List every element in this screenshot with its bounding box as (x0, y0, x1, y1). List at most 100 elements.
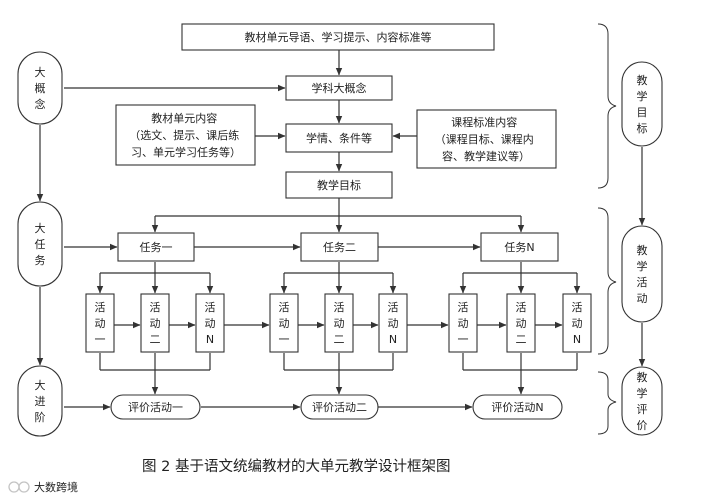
activity-box-2-3 (378, 293, 408, 353)
header-text: 教材单元导语、学习提示、内容标准等 (245, 30, 432, 44)
textbook-content-box (115, 104, 256, 166)
evaluation-box-2 (300, 394, 379, 420)
subject-concept-text: 学科大概念 (312, 81, 367, 95)
left-node-2-text-char-1: 大 (35, 221, 46, 235)
task-box-1 (117, 232, 195, 262)
subject-concept-box (285, 75, 393, 101)
activity-label-1-1-char-3: 一 (95, 333, 106, 346)
curriculum-line-1: 课程标准内容 (451, 115, 517, 129)
right-node-1-text-char-3: 目 (637, 106, 648, 119)
connector-lines (36, 50, 646, 411)
watermark-logo-icon (8, 481, 30, 493)
activity-box-3-2 (506, 293, 536, 353)
activity-label-1-1-char-2: 动 (95, 317, 106, 330)
activity-box-2-1 (269, 293, 299, 353)
textbook-content-text: 教材单元内容 （选文、提示、课后练 习、单元学习任务等） (129, 111, 243, 159)
right-node-2-text-char-2: 学 (637, 259, 648, 273)
activity-label-1-3-char-1: 活 (205, 301, 216, 314)
activity-label-3-2-char-3: 二 (516, 333, 527, 346)
left-node-3-text-char-2: 进 (35, 395, 46, 408)
left-node-2-text-char-3: 务 (35, 254, 46, 267)
evaluation-label-1: 评价活动一 (128, 401, 183, 414)
activity-label-3-2-char-1: 活 (516, 301, 527, 314)
activity-label-1-2-char-1: 活 (150, 301, 161, 314)
activity-label-3-1-char-2: 动 (458, 317, 469, 330)
goal-brace (597, 23, 617, 189)
textbook-line-1: 教材单元内容 (151, 111, 217, 125)
activity-label-1-2-char-3: 二 (150, 333, 161, 346)
task-label-1: 任务一 (140, 241, 173, 254)
left-node-1-text-char-2: 概 (35, 82, 46, 95)
task-label-2: 任务二 (323, 241, 356, 254)
teaching-goal-box (285, 171, 393, 199)
evaluation-box-3 (472, 394, 563, 420)
activity-box-2-2 (324, 293, 354, 353)
curriculum-line-2: （课程目标、课程内 (435, 132, 534, 146)
left-node-2 (17, 201, 63, 287)
task-box-2 (300, 232, 379, 262)
left-node-2-text-char-2: 任 (35, 238, 46, 251)
activity-box-1-2 (140, 293, 170, 353)
activity-label-2-2-char-3: 二 (334, 333, 345, 346)
activity-label-1-1-char-1: 活 (95, 301, 106, 314)
teaching-goal-text: 教学目标 (317, 178, 361, 192)
right-node-2-text-char-3: 活 (637, 276, 648, 289)
figure-caption: 图 2 基于语文统编教材的大单元教学设计框架图 (142, 458, 450, 475)
evaluation-brace (597, 371, 617, 435)
activity-label-2-3-char-1: 活 (388, 301, 399, 314)
left-node-1 (17, 51, 63, 125)
analysis-text: 学情、条件等 (306, 131, 372, 145)
right-node-3-text-char-2: 学 (637, 386, 648, 400)
activity-label-1-3-char-3: N (206, 333, 214, 346)
activity-label-2-3-char-2: 动 (388, 317, 399, 330)
activity-box-3-3 (562, 293, 592, 353)
watermark: 大数跨境 (8, 480, 78, 494)
right-node-3-text-char-4: 价 (637, 419, 648, 432)
right-node-2-text-char-1: 教 (637, 244, 648, 257)
activity-label-2-2-char-1: 活 (334, 301, 345, 314)
activity-label-3-1-char-3: 一 (458, 333, 469, 346)
evaluation-label-2: 评价活动二 (312, 401, 367, 414)
activity-label-3-3-char-3: N (573, 333, 581, 346)
diagram-nodes: 大概念大任务大进阶教学目标教学活动教学评价任务一任务二任务N活动一活动二活动N活… (17, 51, 663, 437)
activity-box-3-1 (448, 293, 478, 353)
right-node-1 (621, 61, 663, 147)
task-label-3: 任务N (504, 241, 534, 254)
left-node-1-text-char-3: 念 (35, 97, 46, 111)
activity-label-2-2-char-2: 动 (334, 317, 345, 330)
left-node-3-text-char-3: 阶 (35, 410, 46, 424)
right-node-2 (621, 225, 663, 323)
curriculum-content-text: 课程标准内容 （课程目标、课程内 容、教学建议等） (435, 115, 538, 163)
watermark-text: 大数跨境 (34, 480, 78, 494)
right-node-1-text-char-2: 学 (637, 89, 648, 103)
analysis-box (285, 123, 393, 153)
right-node-3-text-char-3: 评 (637, 403, 648, 416)
curriculum-content-box (416, 109, 557, 169)
activity-label-2-1-char-1: 活 (279, 301, 290, 314)
left-node-3-text-char-1: 大 (35, 378, 46, 392)
activity-brace (597, 207, 617, 355)
left-node-3 (17, 365, 63, 437)
evaluation-box-1 (110, 394, 201, 420)
right-node-2-text-char-4: 动 (637, 292, 648, 305)
activity-label-3-2-char-2: 动 (516, 317, 527, 330)
activity-box-1-1 (85, 293, 115, 353)
right-node-3-text-char-1: 教 (637, 371, 648, 384)
activity-label-3-3-char-2: 动 (572, 317, 583, 330)
right-node-1-text-char-4: 标 (637, 121, 648, 135)
activity-label-3-3-char-1: 活 (572, 301, 583, 314)
right-node-3 (621, 366, 663, 436)
activity-label-1-2-char-2: 动 (150, 317, 161, 330)
left-node-1-text-char-1: 大 (35, 65, 46, 79)
right-node-1-text-char-1: 教 (637, 74, 648, 87)
activity-label-1-3-char-2: 动 (205, 317, 216, 330)
evaluation-label-3: 评价活动N (491, 401, 543, 414)
curriculum-line-3: 容、教学建议等） (442, 149, 530, 163)
activity-box-1-3 (195, 293, 225, 353)
activity-label-2-1-char-3: 一 (279, 333, 290, 346)
activity-label-2-3-char-3: N (389, 333, 397, 346)
activity-label-3-1-char-1: 活 (458, 301, 469, 314)
task-box-3 (480, 232, 559, 262)
activity-label-2-1-char-2: 动 (279, 317, 290, 330)
